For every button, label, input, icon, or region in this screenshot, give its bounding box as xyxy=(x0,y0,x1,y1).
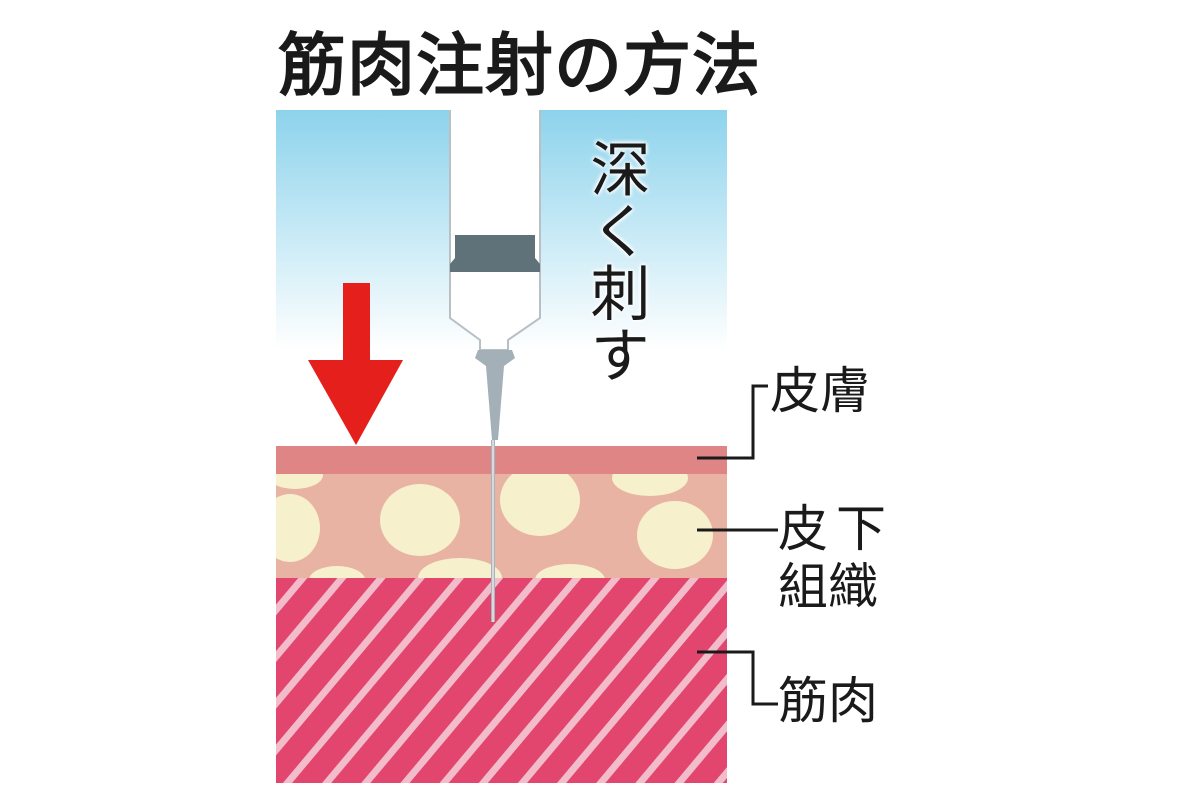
diagram-title: 筋肉注射の方法 xyxy=(278,27,762,106)
syringe xyxy=(449,110,541,622)
fat-cells xyxy=(276,474,713,578)
leader-lines xyxy=(697,384,778,706)
label-subcutaneous-2: 組織 xyxy=(778,558,878,616)
needle-hub xyxy=(475,350,515,440)
muscle-leader-line xyxy=(697,650,778,706)
muscle-layer xyxy=(276,578,727,783)
skin-leader-line xyxy=(697,384,768,460)
syringe-barrel xyxy=(449,110,541,351)
subcutaneous-layer xyxy=(276,474,727,578)
label-muscle: 筋肉 xyxy=(778,672,878,730)
label-skin: 皮膚 xyxy=(770,362,870,420)
label-subcutaneous-1: 皮下 xyxy=(778,500,894,558)
deep-insert-text: 深く刺す xyxy=(580,138,650,386)
down-arrow-icon xyxy=(308,283,403,445)
skin-layer xyxy=(276,446,727,474)
plunger xyxy=(450,235,540,272)
